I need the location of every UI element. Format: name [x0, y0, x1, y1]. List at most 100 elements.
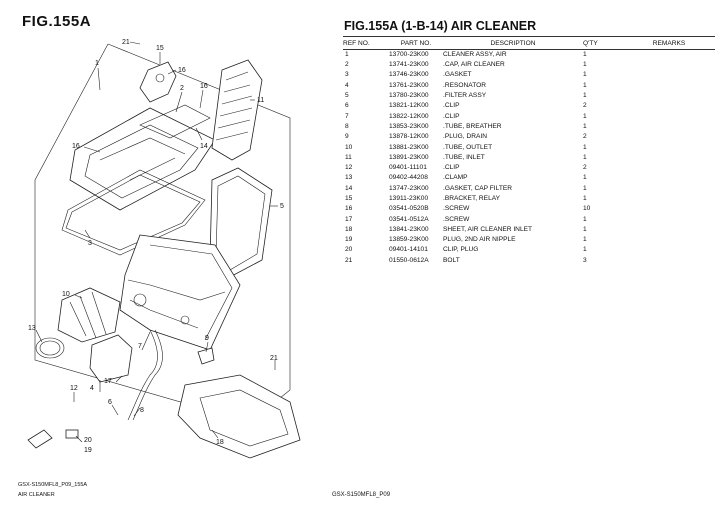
header-qty: Q'TY [583, 36, 623, 50]
cell-remarks [623, 194, 715, 204]
cell-qty: 1 [583, 236, 587, 244]
footer-page-code: GSX-S150MFL8_P09 [332, 492, 391, 498]
cell-ref: 2 [345, 61, 349, 69]
cell-ref: 20 [345, 246, 353, 254]
cell-ref: 7 [345, 112, 349, 120]
cell-description: PLUG, 2ND AIR NIPPLE [443, 236, 516, 244]
cell-remarks [623, 225, 715, 235]
cell-remarks [623, 143, 715, 153]
cell-remarks [623, 112, 715, 122]
cell-remarks [623, 215, 715, 225]
exploded-parts-diagram: 21 15 16 1 2 16 11 14 16 3 5 10 13 4 17 … [27, 39, 301, 459]
parts-list-title: FIG.155A (1-B-14) AIR CLEANER [344, 19, 537, 33]
cell-qty: 1 [583, 215, 587, 223]
cell-description: .CLIP [443, 102, 460, 110]
cell-part-no: 13822-12K00 [389, 112, 429, 120]
callout: 20 [84, 437, 92, 444]
cell-part-no: 13700-23K00 [389, 50, 429, 58]
relay-bracket [139, 61, 177, 103]
cell-description: .GASKET, CAP FILTER [443, 184, 513, 192]
cell-qty: 1 [583, 92, 587, 100]
cell-qty: 1 [583, 71, 587, 79]
cell-part-no: 13747-23K00 [389, 184, 429, 192]
cell-remarks [623, 184, 715, 194]
callout: 18 [216, 439, 224, 446]
callout: 16 [200, 83, 208, 90]
breather-tube [127, 329, 163, 421]
parts-table-body: 1 13700-23K00 CLEANER ASSY, AIR 1 2 13741-23K… [343, 50, 715, 267]
cell-remarks [623, 81, 715, 91]
cell-qty: 1 [583, 122, 587, 130]
cell-description: .FILTER ASSY [443, 92, 487, 100]
cell-description: .GASKET [443, 71, 472, 79]
cell-remarks [623, 174, 715, 184]
table-header-row: REF NO. PART NO. DESCRIPTION Q'TY REMARK… [343, 36, 715, 50]
cell-qty: 2 [583, 102, 587, 110]
clamp [35, 337, 65, 359]
callout: 8 [140, 407, 144, 414]
cell-description: .SCREW [443, 205, 470, 213]
callout: 21 [122, 39, 130, 46]
cell-remarks [623, 256, 715, 266]
cell-description: .RESONATOR [443, 81, 486, 89]
callout: 19 [84, 447, 92, 454]
cell-ref: 13 [345, 174, 353, 182]
cell-ref: 10 [345, 143, 353, 151]
outlet-tube [57, 287, 121, 343]
cell-part-no: 13741-23K00 [389, 61, 429, 69]
callout: 4 [90, 385, 94, 392]
cell-qty: 1 [583, 174, 587, 182]
callout: 15 [156, 45, 164, 52]
cell-remarks [623, 153, 715, 163]
footer-section-name: AIR CLEANER [18, 492, 55, 498]
air-cleaner-case [119, 234, 241, 351]
cell-qty: 2 [583, 164, 587, 172]
callout: 9 [205, 335, 209, 342]
front-arrow-icon [27, 429, 53, 449]
table-row: 1 13700-23K00 CLEANER ASSY, AIR 1 [343, 50, 715, 61]
callout: 3 [88, 240, 92, 247]
footer-model-code: GSX-S150MFL8_P09_155A [18, 482, 88, 488]
inlet-tube [211, 59, 263, 161]
callout: 12 [70, 385, 78, 392]
resonator [89, 334, 133, 383]
cell-description: .TUBE, OUTLET [443, 143, 493, 151]
cell-ref: 1 [345, 50, 349, 58]
cell-ref: 17 [345, 215, 353, 223]
cell-part-no: 13761-23K00 [389, 81, 429, 89]
cell-description: SHEET, AIR CLEANER INLET [443, 225, 533, 233]
callout: 7 [138, 343, 142, 350]
cell-remarks [623, 122, 715, 132]
callout: 5 [280, 203, 284, 210]
cell-description: CLEANER ASSY, AIR [443, 50, 507, 58]
cell-qty: 1 [583, 153, 587, 161]
cell-qty: 2 [583, 133, 587, 141]
cell-description: BOLT [443, 256, 460, 264]
cell-ref: 16 [345, 205, 353, 213]
cell-part-no: 09402-44208 [389, 174, 428, 182]
drain-plug [197, 347, 215, 365]
cell-part-no: 13841-23K00 [389, 225, 429, 233]
callout: 21 [270, 355, 278, 362]
callout: 13 [28, 325, 36, 332]
cell-ref: 4 [345, 81, 349, 89]
cell-remarks [623, 204, 715, 214]
cell-qty: 1 [583, 50, 587, 58]
cell-description: .CAP, AIR CLEANER [443, 61, 505, 69]
header-remarks: REMARKS [623, 36, 715, 50]
cell-part-no: 13821-12K00 [389, 102, 429, 110]
cell-qty: 3 [583, 256, 587, 264]
cell-remarks [623, 91, 715, 101]
cell-ref: 8 [345, 122, 349, 130]
cell-part-no: 13780-23K00 [389, 92, 429, 100]
